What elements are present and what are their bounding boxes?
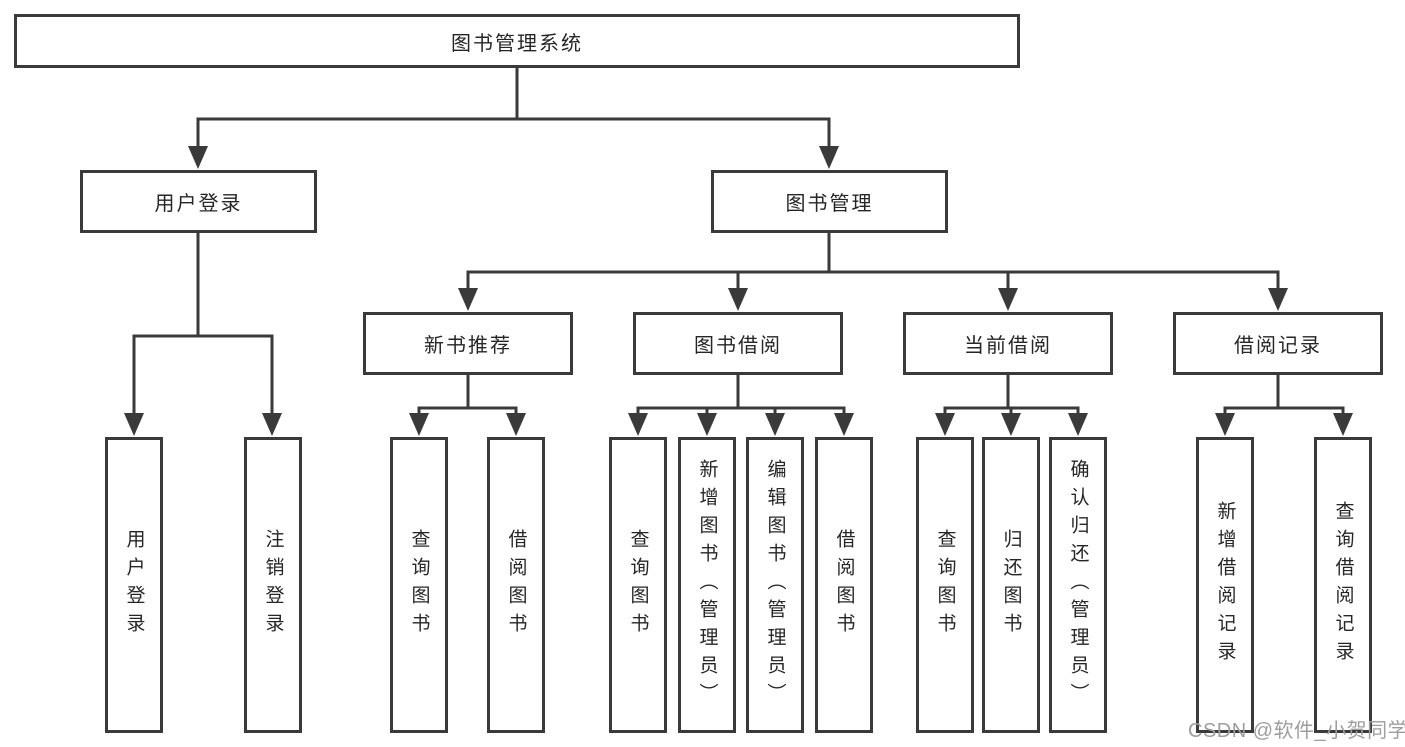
node-new-book-recommend: 新书推荐 xyxy=(363,312,573,375)
node-label: 图书借阅 xyxy=(694,335,782,357)
leaf-label: 借阅图书 xyxy=(833,529,855,641)
node-label: 新书推荐 xyxy=(424,335,512,357)
node-book-borrow: 图书借阅 xyxy=(633,312,843,375)
leaf-add-borrow-record: 新增借阅记录 xyxy=(1196,437,1254,733)
leaf-label: 查询图书 xyxy=(627,529,649,641)
leaf-logout: 注销登录 xyxy=(244,437,302,733)
leaf-label: 用户登录 xyxy=(123,529,145,641)
node-label: 当前借阅 xyxy=(964,335,1052,357)
node-library-management-system: 图书管理系统 xyxy=(14,14,1020,68)
leaf-add-book-admin: 新增图书（管理员） xyxy=(678,437,736,733)
leaf-label: 借阅图书 xyxy=(505,529,527,641)
leaf-label: 查询图书 xyxy=(408,529,430,641)
leaf-label: 查询图书 xyxy=(934,529,956,641)
leaf-label: 编辑图书（管理员） xyxy=(764,459,786,711)
leaf-label: 新增图书（管理员） xyxy=(696,459,718,711)
leaf-label: 归还图书 xyxy=(1000,529,1022,641)
leaf-edit-book-admin: 编辑图书（管理员） xyxy=(746,437,804,733)
leaf-confirm-return-admin: 确认归还（管理员） xyxy=(1049,437,1107,733)
leaf-borrow-books: 借阅图书 xyxy=(815,437,873,733)
leaf-user-login: 用户登录 xyxy=(105,437,163,733)
leaf-label: 注销登录 xyxy=(262,529,284,641)
leaf-return-books: 归还图书 xyxy=(982,437,1040,733)
leaf-query-books-borrow: 查询图书 xyxy=(609,437,667,733)
node-borrow-records: 借阅记录 xyxy=(1173,312,1383,375)
node-label: 图书管理 xyxy=(785,193,874,215)
leaf-borrow-books-recommend: 借阅图书 xyxy=(487,437,545,733)
leaf-query-books-recommend: 查询图书 xyxy=(390,437,448,733)
node-user-login-branch: 用户登录 xyxy=(80,170,317,233)
node-label: 图书管理系统 xyxy=(451,32,583,55)
node-label: 借阅记录 xyxy=(1234,335,1322,357)
leaf-label: 查询借阅记录 xyxy=(1332,501,1354,669)
node-label: 用户登录 xyxy=(154,193,243,215)
leaf-label: 新增借阅记录 xyxy=(1214,501,1236,669)
csdn-watermark: CSDN @软件_小贺同学 xyxy=(1188,720,1405,742)
leaf-label: 确认归还（管理员） xyxy=(1067,459,1089,711)
leaf-query-books-current: 查询图书 xyxy=(916,437,974,733)
node-current-borrow: 当前借阅 xyxy=(903,312,1113,375)
node-book-management-branch: 图书管理 xyxy=(711,170,948,233)
leaf-query-borrow-record: 查询借阅记录 xyxy=(1314,437,1372,733)
